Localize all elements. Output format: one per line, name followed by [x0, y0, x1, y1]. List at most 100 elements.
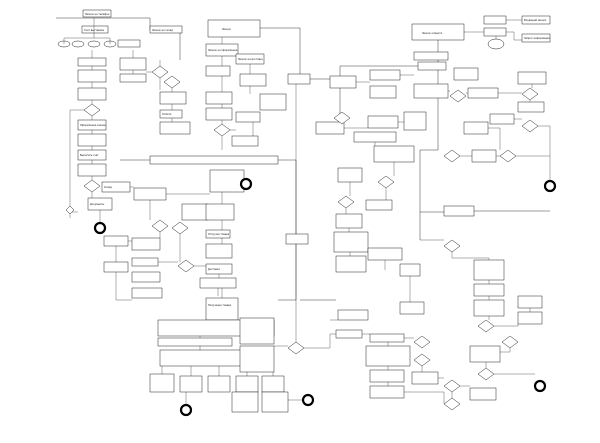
decision-r-5 [499, 149, 517, 163]
box-center-4 [205, 203, 235, 221]
box-r-20 [335, 213, 363, 229]
box-payment-label: Оплата [162, 113, 172, 116]
cluster-links [63, 18, 111, 44]
box-call-design-label: Звонок на оформление [208, 49, 238, 52]
box-payment [159, 109, 183, 119]
box-bottom-3 [207, 375, 231, 393]
box-r-16 [403, 111, 427, 131]
box-r-5 [329, 75, 357, 89]
box-center-3 [209, 169, 245, 193]
decision-left-2 [83, 179, 101, 193]
decision-r-3 [521, 119, 539, 133]
leftlow-links [115, 240, 220, 301]
box-write-invoice-label: Выписать счет [80, 154, 99, 157]
end-node-right-1 [543, 179, 557, 193]
decision-r-6 [333, 111, 351, 125]
box-r-top-1 [483, 15, 507, 25]
box-shipment [205, 229, 231, 239]
decision-r-14 [413, 353, 431, 367]
box-right-stack-2 [239, 345, 275, 373]
box-receipt [205, 297, 239, 321]
box-mid-8 [205, 107, 233, 121]
box-bottom-5 [261, 375, 285, 393]
box-r-14 [315, 121, 345, 135]
box-docs-label: Документы [90, 203, 104, 206]
box-center-5 [131, 237, 161, 251]
r-top-links [464, 19, 522, 41]
box-order-form-label: Оформление заказа [80, 124, 106, 127]
center-lower-links [130, 186, 223, 262]
node-circle-2 [71, 40, 85, 48]
box-mid-9 [235, 111, 261, 123]
decision-bottom [287, 341, 305, 355]
r-lower-spine [419, 150, 550, 240]
box-r-18 [373, 145, 415, 163]
decision-r-8 [337, 195, 355, 209]
box-pass-manager [77, 133, 107, 147]
r-links-3 [409, 239, 535, 375]
box-r-28 [337, 309, 369, 321]
box-leftlow-1 [103, 235, 129, 247]
box-r-top-2 [483, 27, 507, 37]
box-warehouse-call-label: Звонок на склад [152, 29, 173, 32]
end-node-bottom-2 [301, 393, 315, 407]
r-links-2 [344, 121, 404, 270]
box-mid-3 [159, 91, 187, 105]
box-r-15 [367, 115, 399, 129]
box-r-17 [353, 131, 397, 143]
box-r-13 [471, 149, 497, 163]
box-mid-2 [119, 73, 147, 83]
box-spine-1 [287, 73, 311, 85]
box-center-6 [205, 243, 233, 259]
decision-center-1 [213, 123, 231, 137]
box-r-3 [453, 67, 479, 81]
box-mid-5 [239, 73, 267, 87]
box-r-25 [443, 205, 475, 217]
box-leftlow-2 [131, 257, 159, 267]
box-call-ok [117, 39, 141, 48]
box-invoice-issued [81, 25, 109, 34]
left-right-spine [278, 160, 297, 301]
box-r-9 [517, 71, 547, 85]
box-r-39 [369, 385, 405, 399]
decision-r-10 [477, 319, 495, 333]
decision-center-2 [151, 219, 169, 233]
box-bottom-7 [261, 391, 289, 413]
box-mid-6 [259, 93, 287, 111]
box-leftlow-3 [103, 261, 129, 273]
box-r-11 [489, 113, 515, 125]
decision-r-12 [477, 367, 495, 381]
cross-connectors [300, 78, 336, 301]
box-bottom-6 [231, 391, 259, 413]
box-r-27 [399, 301, 425, 315]
box-phone-call [82, 9, 112, 18]
start-node-label: Звонок [222, 28, 231, 31]
box-spine-2 [285, 233, 309, 245]
decision-r-11 [501, 335, 519, 349]
box-warehouse-label: Склад [104, 186, 112, 189]
box-mid-7 [159, 121, 191, 135]
decision-r-2 [521, 87, 539, 101]
center-links [171, 37, 254, 150]
box-r-7 [413, 83, 449, 99]
decision-r-4 [443, 149, 461, 163]
box-r-36 [369, 333, 405, 343]
box-r-41 [469, 387, 497, 401]
end-node-right-2 [533, 379, 547, 393]
box-r-24 [367, 247, 403, 261]
box-warehouse-call [149, 25, 183, 34]
box-r-34 [469, 345, 501, 363]
box-right-stack-1 [239, 317, 275, 345]
box-bottom-2 [179, 375, 203, 393]
decision-center-3 [171, 221, 189, 235]
box-r-8 [467, 87, 499, 99]
decision-r-1 [449, 89, 467, 103]
box-r-6 [369, 85, 397, 99]
box-r-10 [517, 101, 545, 113]
node-r-circle [487, 38, 505, 50]
box-r-12 [463, 121, 489, 135]
decision-r-7 [377, 175, 395, 189]
box-r-31 [473, 299, 505, 317]
box-delivery-label: Доставка [208, 268, 220, 271]
box-leftlow-6 [199, 277, 237, 289]
